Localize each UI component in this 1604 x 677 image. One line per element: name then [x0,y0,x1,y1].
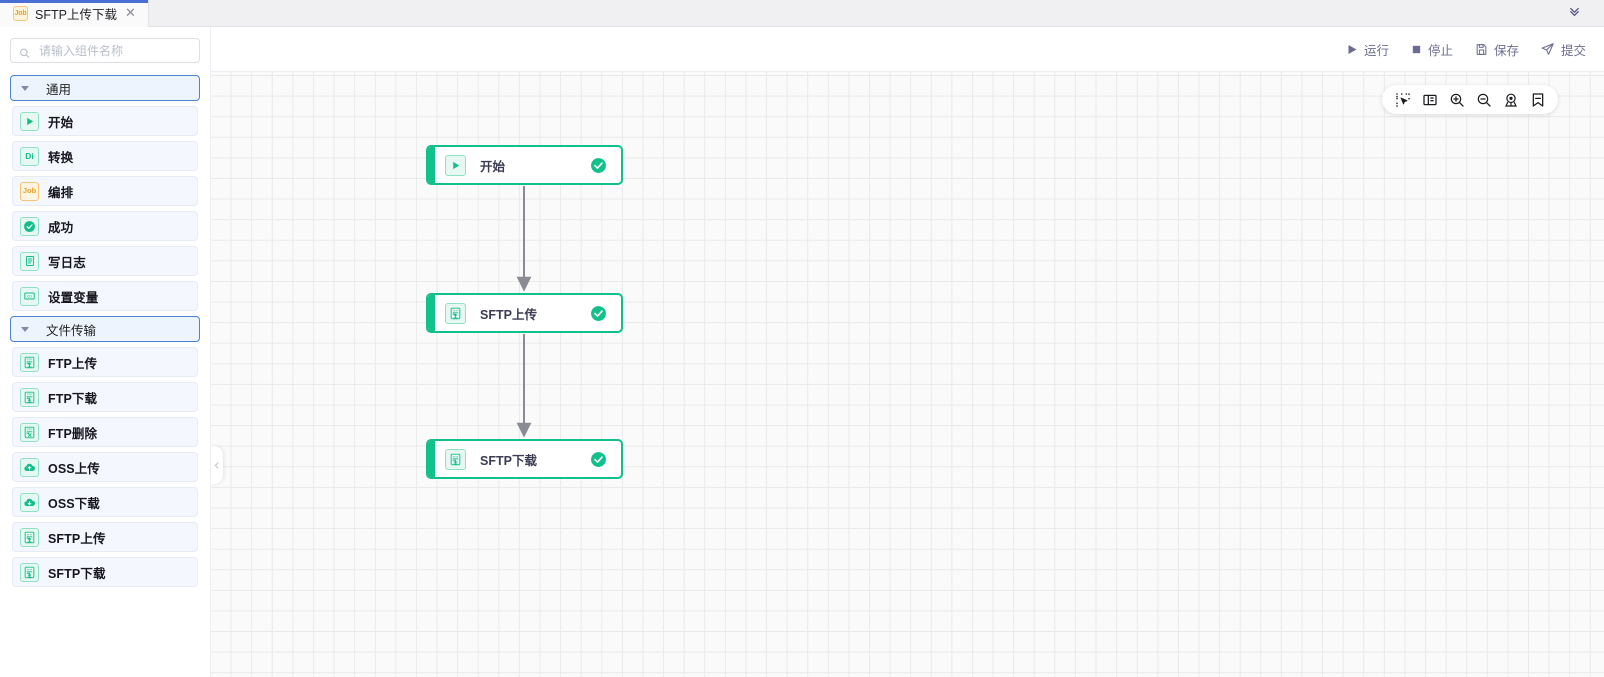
sidebar-item-label: FTP下载 [48,391,98,406]
stop-button[interactable]: 停止 [1411,40,1453,59]
status-success-icon [590,451,607,468]
svg-text:FTP: FTP [27,428,32,431]
submit-button[interactable]: 提交 [1541,40,1586,59]
tab-title: SFTP上传下载 [35,8,117,22]
marquee-select-icon[interactable] [1394,91,1411,108]
sidebar-item-label: OSS上传 [48,461,100,476]
file-download-icon: FTP [20,387,39,407]
flow-node-SFTP下载[interactable]: SFTP SFTP下载 [426,439,623,479]
file-upload-icon: SFTP [20,527,39,547]
cloud-upload-icon [20,457,39,477]
sidebar-item-label: SFTP上传 [48,531,106,546]
flow-node-SFTP上传[interactable]: SFTP SFTP上传 [426,293,623,333]
search-container [0,27,210,71]
flow-node-title: SFTP下载 [480,453,537,468]
variable-icon: co [20,286,39,306]
play-icon [20,111,39,131]
svg-text:SFTP: SFTP [27,569,33,571]
check-circle-icon [20,216,39,236]
svg-text:FTP: FTP [27,393,32,396]
sidebar-item-label: 开始 [48,115,74,130]
search-input[interactable] [37,42,199,59]
search-box[interactable] [10,38,200,63]
search-icon [19,45,30,58]
sidebar-item-label: 转换 [48,150,74,165]
sidebar-group-header-0[interactable]: 通用 [10,75,200,101]
job-icon: Job [20,181,39,201]
sidebar-item-设置变量[interactable]: co 设置变量 [12,281,198,311]
flow-node-开始[interactable]: 开始 [426,145,623,185]
svg-text:SFTP: SFTP [453,456,459,458]
sidebar-item-OSS上传[interactable]: OSS上传 [12,452,198,482]
sidebar-item-FTP下载[interactable]: FTP FTP下载 [12,382,198,412]
sidebar-item-FTP上传[interactable]: FTP FTP上传 [12,347,198,377]
chevron-double-down-icon[interactable] [1544,0,1604,26]
sidebar-item-SFTP下载[interactable]: SFTP SFTP下载 [12,557,198,587]
action-toolbar: 运行 停止 保存 提交 [211,27,1604,72]
flow-node-title: 开始 [480,159,506,174]
sidebar-item-label: FTP删除 [48,426,98,441]
log-icon [20,251,39,271]
close-icon[interactable]: ✕ [124,5,136,21]
zoom-out-icon[interactable] [1475,91,1492,108]
run-button-label: 运行 [1363,43,1389,58]
sidebar-item-label: 写日志 [48,255,86,270]
run-button[interactable]: 运行 [1346,40,1389,59]
sidebar-group-label: 通用 [46,82,72,97]
sidebar-item-label: 成功 [48,220,74,235]
sidebar-group-label: 文件传输 [46,323,97,338]
play-icon [445,154,466,176]
component-sidebar: 通用开始Di转换Job编排成功写日志co设置变量文件传输FTPFTP上传FTPF… [0,27,211,677]
sidebar-item-label: 设置变量 [48,290,99,305]
tab-sftp-upload-download[interactable]: Job SFTP上传下载 ✕ [0,0,149,27]
zoom-in-icon[interactable] [1448,91,1465,108]
sidebar-item-label: FTP上传 [48,356,98,371]
sidebar-item-OSS下载[interactable]: OSS下载 [12,487,198,517]
sidebar-item-label: 编排 [48,185,74,200]
sidebar-item-开始[interactable]: 开始 [12,106,198,136]
file-upload-icon: FTP [20,352,39,372]
bookmark-icon[interactable] [1529,91,1546,108]
locate-icon[interactable] [1502,91,1519,108]
submit-button-label: 提交 [1560,43,1586,58]
sidebar-item-label: SFTP下载 [48,566,106,581]
file-download-icon: SFTP [20,562,39,582]
chevron-down-icon [21,326,29,332]
svg-text:SFTP: SFTP [453,310,459,312]
file-download-icon: SFTP [445,448,466,470]
save-button-label: 保存 [1493,43,1519,58]
file-upload-icon: SFTP [445,302,466,324]
cloud-download-icon [20,492,39,512]
sidebar-item-label: OSS下载 [48,496,100,511]
sidebar-item-SFTP上传[interactable]: SFTP SFTP上传 [12,522,198,552]
sidebar-item-成功[interactable]: 成功 [12,211,198,241]
sidebar-collapse-handle[interactable] [211,446,223,484]
di-icon: Di [20,146,39,166]
sidebar-item-转换[interactable]: Di 转换 [12,141,198,171]
status-success-icon [590,157,607,174]
layout-icon[interactable] [1421,91,1438,108]
sidebar-item-FTP删除[interactable]: FTP FTP删除 [12,417,198,447]
flow-canvas[interactable]: 开始 SFTP SFTP上传 SFTP SFTP下载 [211,72,1604,677]
canvas-toolbar [1382,85,1558,114]
svg-text:co: co [27,294,32,299]
sidebar-item-写日志[interactable]: 写日志 [12,246,198,276]
tab-bar-spacer [149,0,1544,26]
chevron-down-icon [21,85,29,91]
status-success-icon [590,305,607,322]
tab-bar: Job SFTP上传下载 ✕ [0,0,1604,27]
stop-button-label: 停止 [1427,43,1453,58]
svg-text:SFTP: SFTP [27,534,33,536]
flow-node-title: SFTP上传 [480,307,537,322]
job-badge-icon: Job [13,6,28,21]
save-button[interactable]: 保存 [1475,40,1519,59]
sidebar-item-编排[interactable]: Job 编排 [12,176,198,206]
svg-text:FTP: FTP [27,358,32,361]
sidebar-group-header-1[interactable]: 文件传输 [10,316,200,342]
file-delete-icon: FTP [20,422,39,442]
flow-edges [516,186,532,438]
